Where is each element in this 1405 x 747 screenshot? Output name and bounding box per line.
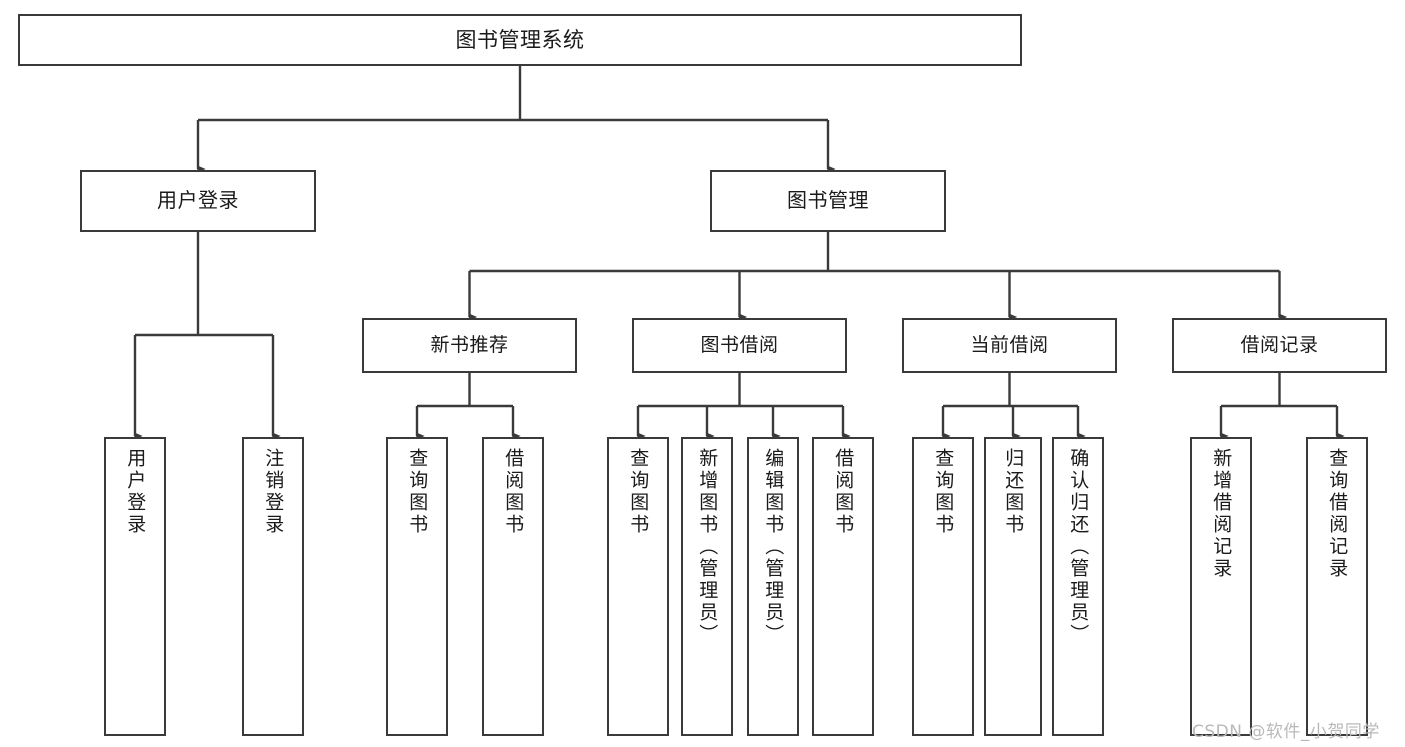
node-leaf-query-book-2[interactable]: 查询图书 (607, 437, 669, 736)
node-borrow-record-label: 借阅记录 (1240, 334, 1319, 357)
node-new-book-recommend[interactable]: 新书推荐 (362, 318, 577, 373)
node-root[interactable]: 图书管理系统 (18, 14, 1022, 66)
node-borrow-record[interactable]: 借阅记录 (1172, 318, 1387, 373)
node-leaf-add-book-label: 新增图书（管理员） (696, 448, 719, 646)
node-new-book-recommend-label: 新书推荐 (430, 334, 509, 357)
node-leaf-logout-label: 注销登录 (262, 448, 285, 536)
node-leaf-add-record[interactable]: 新增借阅记录 (1190, 437, 1252, 736)
node-book-borrow[interactable]: 图书借阅 (632, 318, 847, 373)
node-leaf-logout[interactable]: 注销登录 (242, 437, 304, 736)
node-leaf-query-record-label: 查询借阅记录 (1326, 448, 1349, 580)
node-root-label: 图书管理系统 (455, 27, 585, 52)
node-leaf-user-login-label: 用户登录 (124, 448, 147, 536)
node-current-borrow-label: 当前借阅 (970, 334, 1049, 357)
node-leaf-query-book-2-label: 查询图书 (627, 448, 650, 536)
node-leaf-add-record-label: 新增借阅记录 (1210, 448, 1233, 580)
node-book-management-label: 图书管理 (787, 188, 869, 213)
node-leaf-query-book-1-label: 查询图书 (406, 448, 429, 536)
node-book-borrow-label: 图书借阅 (700, 334, 779, 357)
node-leaf-query-record[interactable]: 查询借阅记录 (1306, 437, 1368, 736)
node-leaf-edit-book-label: 编辑图书（管理员） (762, 448, 785, 646)
node-user-login-label: 用户登录 (157, 188, 239, 213)
node-current-borrow[interactable]: 当前借阅 (902, 318, 1117, 373)
node-leaf-borrow-book-1-label: 借阅图书 (502, 448, 525, 536)
node-book-management[interactable]: 图书管理 (710, 170, 946, 232)
node-user-login[interactable]: 用户登录 (80, 170, 316, 232)
node-leaf-query-book-1[interactable]: 查询图书 (386, 437, 448, 736)
node-leaf-borrow-book-2-label: 借阅图书 (832, 448, 855, 536)
node-leaf-query-book-3[interactable]: 查询图书 (912, 437, 974, 736)
node-leaf-edit-book[interactable]: 编辑图书（管理员） (747, 437, 799, 736)
node-leaf-query-book-3-label: 查询图书 (932, 448, 955, 536)
node-leaf-return-book[interactable]: 归还图书 (984, 437, 1042, 736)
node-leaf-add-book[interactable]: 新增图书（管理员） (681, 437, 733, 736)
node-leaf-return-book-label: 归还图书 (1002, 448, 1025, 536)
node-leaf-borrow-book-1[interactable]: 借阅图书 (482, 437, 544, 736)
node-leaf-user-login[interactable]: 用户登录 (104, 437, 166, 736)
node-leaf-borrow-book-2[interactable]: 借阅图书 (812, 437, 874, 736)
node-leaf-confirm-return-label: 确认归还（管理员） (1067, 448, 1090, 646)
node-leaf-confirm-return[interactable]: 确认归还（管理员） (1052, 437, 1104, 736)
watermark-text: CSDN @软件_小贺同学 (1192, 722, 1380, 742)
